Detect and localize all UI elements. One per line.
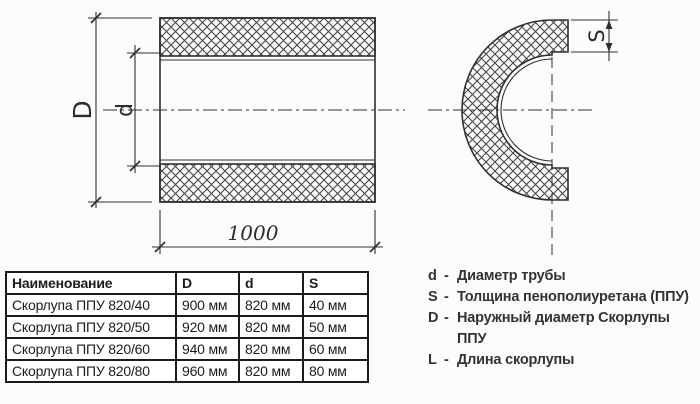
legend-symbol: L xyxy=(428,352,437,368)
cell-S: 50 мм xyxy=(302,315,369,339)
dimension-d xyxy=(127,45,161,173)
header-S: S xyxy=(302,271,369,295)
table-row: Скорлупа ППУ 820/50 920 мм 820 мм 50 мм xyxy=(5,315,369,339)
spec-table: Наименование D d S Скорлупа ППУ 820/40 9… xyxy=(5,271,369,383)
foam-top-band xyxy=(159,17,376,57)
cell-name: Скорлупа ППУ 820/40 xyxy=(5,293,177,317)
cell-S: 40 мм xyxy=(302,293,369,317)
cell-name: Скорлупа ППУ 820/60 xyxy=(5,337,177,361)
cell-d: 820 мм xyxy=(238,337,304,361)
section-view xyxy=(428,11,618,255)
table-row: Скорлупа ППУ 820/40 900 мм 820 мм 40 мм xyxy=(5,293,369,317)
legend-description: Толщина пенополиуретана (ППУ) xyxy=(457,289,689,305)
cell-d: 820 мм xyxy=(238,359,304,383)
dim-label-length: 1000 xyxy=(228,221,279,245)
tick xyxy=(129,160,141,172)
cell-d: 820 мм xyxy=(238,315,304,339)
tick xyxy=(90,12,102,24)
cell-name: Скорлупа ППУ 820/80 xyxy=(5,359,177,383)
header-D: D xyxy=(175,271,240,295)
tick xyxy=(129,47,141,59)
dimension-length xyxy=(152,210,383,254)
cell-D: 960 мм xyxy=(175,359,240,383)
legend-symbol: D xyxy=(428,310,439,326)
table-row: Скорлупа ППУ 820/60 940 мм 820 мм 60 мм xyxy=(5,337,369,361)
legend-item-S: S - Толщина пенополиуретана (ППУ) xyxy=(428,287,700,308)
legend: d - Диаметр трубы S - Толщина пенополиур… xyxy=(428,266,700,371)
pipe-inner-arc xyxy=(500,58,553,162)
legend-item-D: D - Наружный диаметр Скорлупы ППУ xyxy=(428,308,700,350)
legend-item-d: d - Диаметр трубы xyxy=(428,266,700,287)
dimension-D xyxy=(88,12,152,208)
cell-name: Скорлупа ППУ 820/50 xyxy=(5,315,177,339)
technical-drawing: D d 1000 S xyxy=(68,11,618,255)
header-name: Наименование xyxy=(5,271,177,295)
tick xyxy=(154,241,166,253)
legend-separator: - xyxy=(444,352,449,368)
cell-S: 80 мм xyxy=(302,359,369,383)
dim-label-d: d xyxy=(113,103,138,117)
dim-label-S: S xyxy=(585,29,609,42)
cell-D: 940 мм xyxy=(175,337,240,361)
cell-D: 900 мм xyxy=(175,293,240,317)
legend-description: Диаметр трубы xyxy=(457,268,566,284)
legend-description: Длина скорлупы xyxy=(457,352,575,368)
legend-description: Наружный диаметр Скорлупы ППУ xyxy=(457,310,670,347)
legend-separator: - xyxy=(444,310,449,326)
header-d: d xyxy=(238,271,304,295)
tick xyxy=(369,241,381,253)
foam-bottom-band xyxy=(159,163,376,203)
cell-D: 920 мм xyxy=(175,315,240,339)
table-header-row: Наименование D d S xyxy=(5,271,369,295)
side-view xyxy=(88,12,405,254)
cell-S: 60 мм xyxy=(302,337,369,361)
cell-d: 820 мм xyxy=(238,293,304,317)
legend-item-L: L - Длина скорлупы xyxy=(428,350,700,371)
arrowhead-down xyxy=(605,43,613,52)
dim-label-D: D xyxy=(68,100,97,119)
tick xyxy=(90,196,102,208)
legend-separator: - xyxy=(444,289,449,305)
legend-symbol: S xyxy=(428,289,438,305)
dimension-S xyxy=(571,11,618,61)
legend-symbol: d xyxy=(428,268,437,284)
table-row: Скорлупа ППУ 820/80 960 мм 820 мм 80 мм xyxy=(5,359,369,383)
arrowhead-up xyxy=(605,20,613,29)
legend-separator: - xyxy=(444,268,449,284)
